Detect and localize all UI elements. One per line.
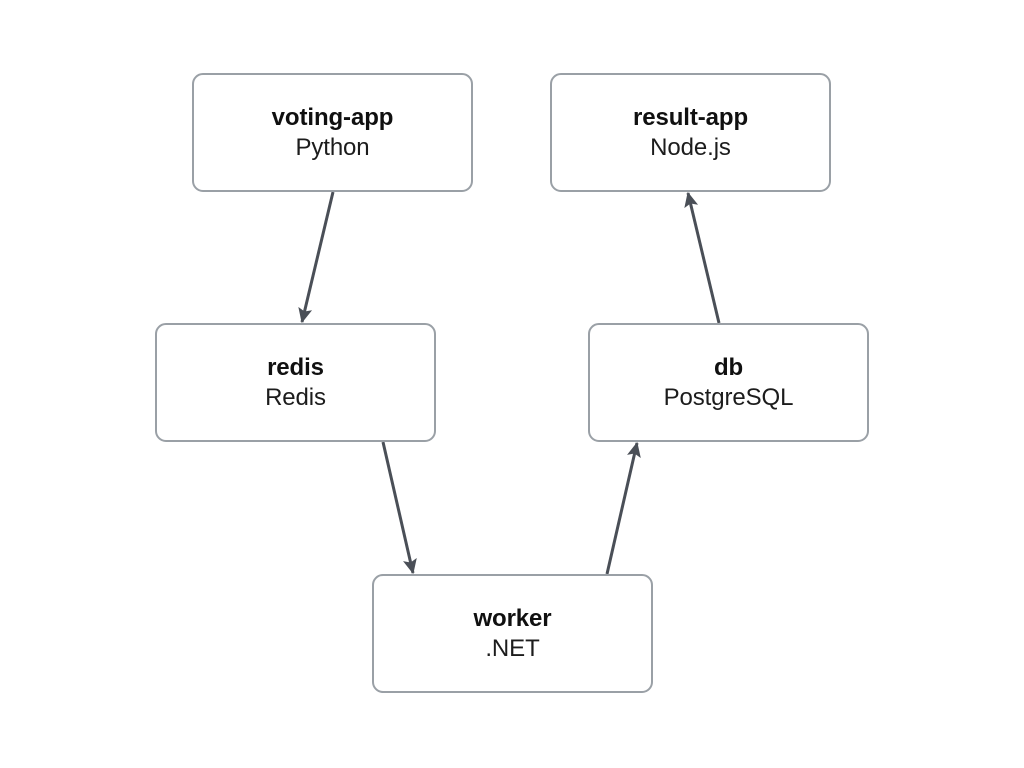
node-result-app[interactable]: result-app Node.js: [550, 73, 831, 192]
node-title: voting-app: [271, 103, 394, 131]
node-subtitle: Python: [295, 133, 370, 161]
node-title: redis: [267, 353, 324, 381]
node-subtitle: PostgreSQL: [663, 383, 794, 411]
node-db[interactable]: db PostgreSQL: [588, 323, 869, 442]
edge-redis-to-worker: [381, 441, 417, 575]
edge-voting-app-to-redis: [298, 191, 335, 324]
node-worker[interactable]: worker .NET: [372, 574, 653, 693]
node-subtitle: Redis: [265, 383, 326, 411]
node-title: db: [713, 353, 744, 381]
node-title: result-app: [632, 103, 749, 131]
node-subtitle: .NET: [485, 634, 540, 662]
edge-db-to-result-app: [684, 191, 721, 324]
node-subtitle: Node.js: [650, 133, 731, 161]
edge-worker-to-db: [605, 441, 641, 575]
node-redis[interactable]: redis Redis: [155, 323, 436, 442]
node-title: worker: [473, 604, 552, 632]
node-voting-app[interactable]: voting-app Python: [192, 73, 473, 192]
